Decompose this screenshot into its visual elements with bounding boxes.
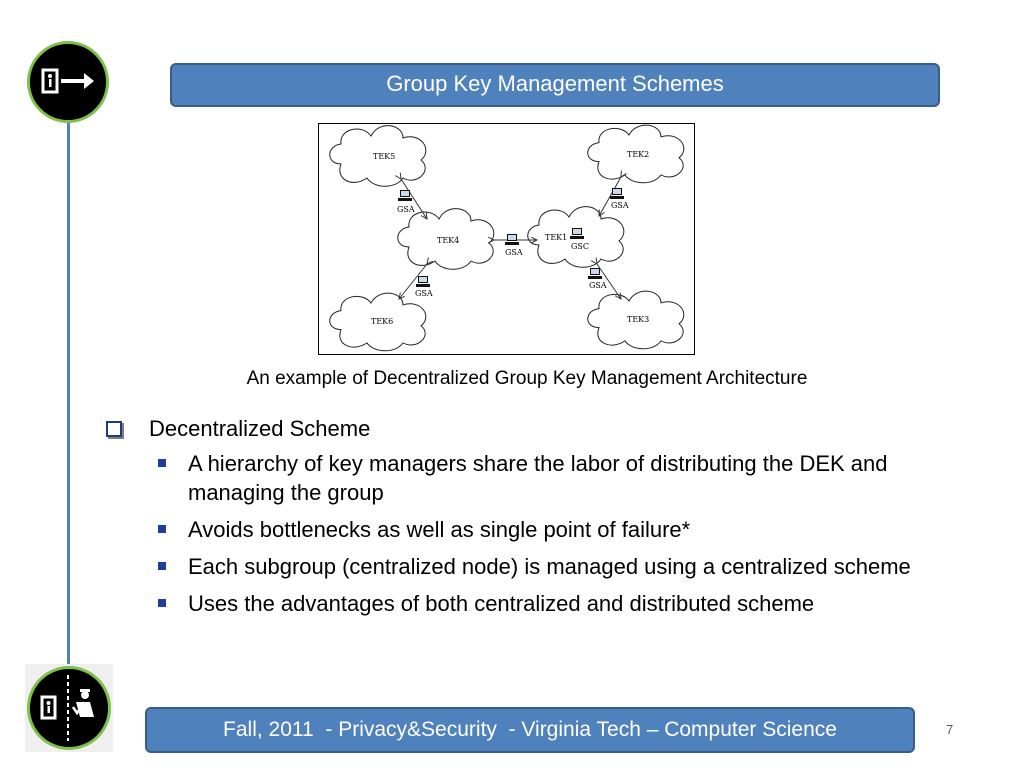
computer-icon <box>570 228 584 239</box>
sub-bullet-text: Uses the advantages of both centralized … <box>188 591 815 616</box>
square-bullet-icon <box>158 525 166 533</box>
figure-caption: An example of Decentralized Group Key Ma… <box>246 368 808 389</box>
bullet-main-text: Decentralized Scheme <box>149 416 371 441</box>
exit-door-arrow-icon <box>27 41 109 123</box>
square-bullet-icon <box>158 459 166 467</box>
square-bullet-icon <box>158 599 166 607</box>
sub-bullet: A hierarchy of key managers share the la… <box>103 449 983 507</box>
cloud-label-tek4: TEK4 <box>437 236 459 245</box>
computer-icon <box>416 276 430 287</box>
page-number: 7 <box>946 722 954 737</box>
bullet-list: Decentralized Scheme A hierarchy of key … <box>103 414 983 626</box>
sub-bullet-text: A hierarchy of key managers share the la… <box>188 451 888 505</box>
slide-title: Group Key Management Schemes <box>170 63 940 107</box>
cloud-label-tek3: TEK3 <box>627 315 649 324</box>
node-label: GSA <box>589 281 607 290</box>
node-label: GSA <box>397 205 415 214</box>
node-label: GSA <box>505 248 523 257</box>
node-label: GSA <box>415 289 433 298</box>
computer-icon <box>588 268 602 279</box>
sub-bullet: Avoids bottlenecks as well as single poi… <box>103 515 983 544</box>
checkbox-bullet-icon <box>106 421 122 437</box>
sub-bullet-text: Each subgroup (centralized node) is mana… <box>188 554 911 579</box>
door-person-icon <box>27 666 111 750</box>
vertical-divider-line <box>67 118 70 678</box>
computer-icon <box>505 234 519 245</box>
architecture-diagram: TEK5 TEK2 TEK4 TEK1 TEK6 TEK3 GSA GSA GS… <box>318 123 695 355</box>
sub-bullet: Each subgroup (centralized node) is mana… <box>103 552 983 581</box>
cloud-label-tek6: TEK6 <box>371 317 393 326</box>
computer-icon <box>610 188 624 199</box>
sub-bullet: Uses the advantages of both centralized … <box>103 589 983 618</box>
computer-icon <box>398 190 412 201</box>
cloud-label-tek5: TEK5 <box>373 152 395 161</box>
bullet-main: Decentralized Scheme <box>103 414 983 443</box>
cloud-label-tek1: TEK1 <box>545 233 567 242</box>
sub-bullet-text: Avoids bottlenecks as well as single poi… <box>188 517 691 542</box>
node-label: GSA <box>611 201 629 210</box>
node-label: GSC <box>571 242 589 251</box>
footer: Fall, 2011 - Privacy&Security - Virginia… <box>145 707 915 753</box>
cloud-label-tek2: TEK2 <box>627 150 649 159</box>
square-bullet-icon <box>158 562 166 570</box>
